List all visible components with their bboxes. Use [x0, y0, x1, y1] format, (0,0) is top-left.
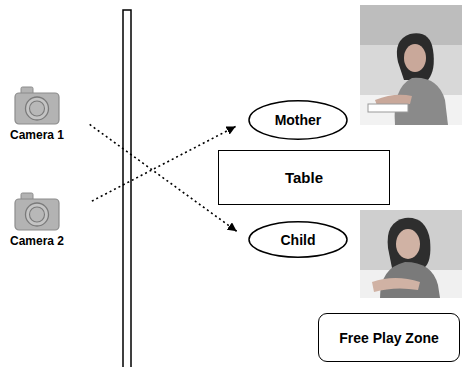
mother-photo — [360, 5, 462, 125]
child-photo — [360, 210, 462, 298]
camera-label: Camera 1 — [10, 128, 64, 142]
camera-icon — [13, 188, 61, 232]
person-ellipse: Child — [248, 221, 348, 258]
node-label: Free Play Zone — [339, 330, 439, 346]
node-label: Mother — [275, 112, 322, 128]
person-ellipse: Mother — [248, 100, 348, 140]
table-box: Table — [218, 150, 390, 205]
wall — [123, 10, 131, 367]
camera-icon — [13, 82, 61, 126]
camera-node: Camera 2 — [7, 188, 67, 248]
node-label: Table — [285, 169, 323, 186]
camera-view-arrow — [90, 124, 237, 231]
camera-view-arrow — [92, 126, 236, 201]
camera-label: Camera 2 — [10, 234, 64, 248]
zone-box: Free Play Zone — [318, 313, 460, 362]
camera-node: Camera 1 — [7, 82, 67, 142]
node-label: Child — [281, 232, 316, 248]
